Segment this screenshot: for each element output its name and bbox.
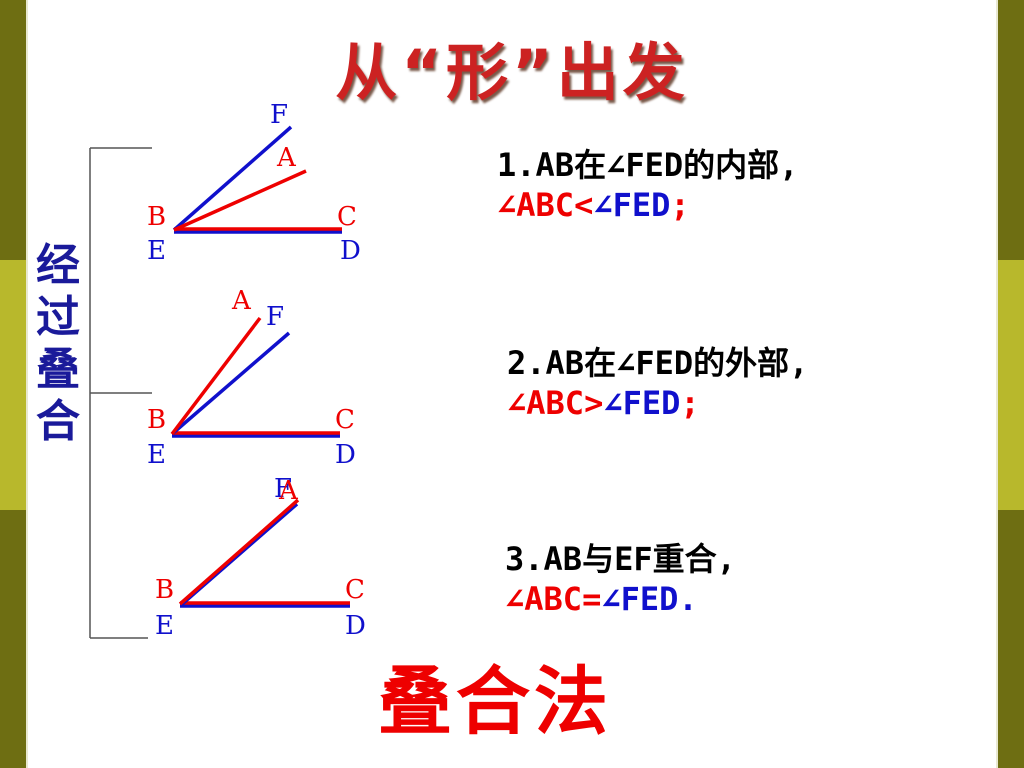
ray-ba: [178, 498, 300, 606]
method-name: 叠合法: [378, 659, 612, 745]
statement-text: 1.AB在∠FED的内部,: [497, 146, 799, 184]
label-d: D: [335, 440, 356, 470]
label-a: A: [231, 286, 252, 316]
label-f: F: [266, 302, 284, 332]
label-c: C: [335, 405, 355, 435]
label-f: F: [270, 100, 288, 130]
statement-relation: ∠ABC<∠FED;: [497, 186, 690, 224]
label-a: A: [278, 476, 299, 506]
statement-text: 3.AB与EF重合,: [505, 540, 736, 578]
statement-text: 2.AB在∠FED的外部,: [507, 344, 809, 382]
ray-ba: [173, 169, 307, 232]
label-f: F: [274, 474, 292, 504]
ray-ef: [170, 331, 291, 436]
right-stripe: [996, 0, 1024, 768]
label-b: B: [147, 405, 166, 435]
label-d: D: [345, 611, 366, 641]
diagram-coincide: F A B E C D: [155, 474, 366, 641]
ray-ba: [170, 316, 262, 436]
side-label-char: 经: [36, 240, 80, 291]
label-e: E: [147, 236, 166, 266]
statement-relation: ∠ABC>∠FED;: [507, 384, 700, 422]
label-e: E: [147, 440, 166, 470]
label-d: D: [340, 236, 361, 266]
label-e: E: [155, 611, 174, 641]
side-label-char: 过: [36, 292, 80, 343]
ray-ef: [172, 125, 293, 232]
bracket: [89, 147, 152, 639]
side-label-char: 叠: [36, 344, 80, 395]
statement-2: 2.AB在∠FED的外部, ∠ABC>∠FED;: [507, 338, 808, 422]
diagram-inside: F A B E C D: [147, 100, 361, 266]
label-c: C: [345, 575, 365, 605]
left-stripe: [0, 0, 28, 768]
side-label: 经 过 叠 合: [30, 240, 86, 448]
label-a: A: [276, 143, 297, 173]
label-c: C: [337, 202, 357, 232]
statement-3: 3.AB与EF重合, ∠ABC=∠FED.: [505, 534, 736, 618]
label-b: B: [155, 575, 174, 605]
slide-title: 从“形”出发: [335, 36, 689, 109]
side-label-char: 合: [36, 396, 80, 447]
statement-1: 1.AB在∠FED的内部, ∠ABC<∠FED;: [497, 140, 798, 224]
statement-relation: ∠ABC=∠FED.: [505, 580, 698, 618]
diagram-outside: A F B E C D: [147, 286, 356, 470]
label-b: B: [147, 202, 166, 232]
